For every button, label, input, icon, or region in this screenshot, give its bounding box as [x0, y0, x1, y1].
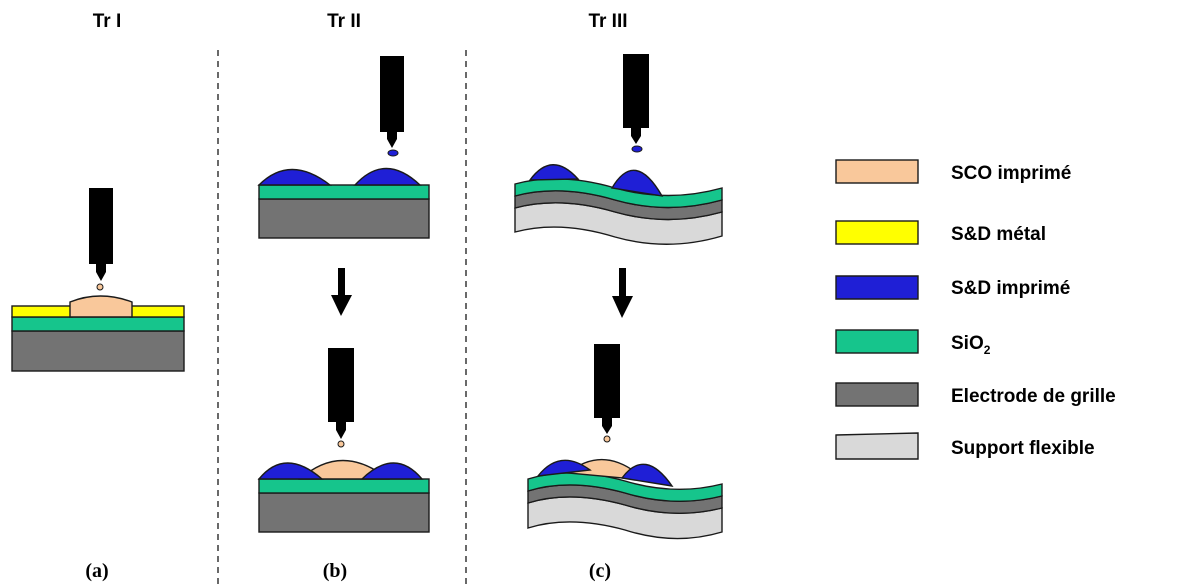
legend-label: S&D métal	[951, 224, 1046, 245]
metal-contact-right	[129, 305, 185, 318]
sio2-layer	[11, 316, 185, 332]
panel-b-step1-device	[257, 149, 430, 239]
panel-c-caption: (c)	[589, 560, 611, 582]
legend-item-flex: Support flexible	[835, 432, 1095, 460]
printhead-nozzle-b2	[328, 348, 354, 439]
gate-electrode-layer	[11, 330, 185, 372]
legend-item-metal: S&D métal	[835, 220, 1046, 245]
panel-a-caption: (a)	[85, 560, 108, 582]
legend-label: SiO2	[951, 333, 991, 357]
legend-swatch	[835, 159, 919, 184]
sio2-layer	[514, 178, 723, 209]
panel-a-title: Tr I	[93, 11, 122, 32]
legend: SCO imprimé S&D métal S&D imprimé SiO2 E…	[835, 159, 1116, 460]
sio2-layer	[258, 184, 430, 200]
panel-b-caption: (b)	[323, 560, 347, 582]
printhead-nozzle-c1	[623, 54, 649, 144]
printed-drain-drop	[360, 462, 424, 480]
legend-swatch	[835, 329, 919, 354]
legend-item-gate: Electrode de grille	[835, 382, 1116, 407]
ink-droplet	[387, 149, 399, 157]
printed-drain-drop	[620, 463, 674, 487]
legend-swatch	[835, 382, 919, 407]
printed-semiconductor	[69, 295, 133, 318]
panel-c-step2-device	[527, 435, 723, 540]
printed-source-drop	[536, 459, 592, 477]
semiconductor-droplet	[96, 283, 104, 291]
printed-drain-drop	[610, 169, 664, 197]
printhead-nozzle-b1	[380, 56, 404, 148]
ink-droplet	[631, 145, 643, 153]
metal-contact-left	[11, 305, 73, 318]
legend-label: SCO imprimé	[951, 163, 1071, 184]
legend-item-sco: SCO imprimé	[835, 159, 1071, 184]
legend-label: Electrode de grille	[951, 386, 1116, 407]
semiconductor-droplet	[603, 435, 611, 443]
printhead-nozzle-a	[89, 188, 113, 281]
gate-electrode-layer	[258, 198, 430, 239]
printed-source-drop	[528, 164, 580, 181]
printed-drain-drop	[353, 167, 422, 186]
panel-b-step2-device	[257, 440, 430, 533]
panel-b-title: Tr II	[327, 11, 361, 32]
legend-item-sio2: SiO2	[835, 329, 991, 357]
legend-label: Support flexible	[951, 438, 1095, 459]
legend-item-printed-sd: S&D imprimé	[835, 275, 1070, 300]
process-arrow-b	[331, 268, 352, 316]
panel-c-title: Tr III	[588, 11, 627, 32]
legend-label: S&D imprimé	[951, 278, 1070, 299]
legend-swatch	[835, 432, 919, 460]
legend-swatch	[835, 275, 919, 300]
semiconductor-droplet	[337, 440, 345, 448]
printhead-nozzle-c2	[594, 344, 620, 434]
sio2-layer	[258, 478, 430, 494]
process-arrow-c	[612, 268, 633, 318]
printed-source-drop	[257, 462, 324, 480]
printed-source-drop	[257, 168, 333, 186]
legend-swatch	[835, 220, 919, 245]
panel-a-device	[11, 283, 185, 372]
panel-c-step1-device	[514, 145, 723, 245]
gate-electrode-layer	[258, 492, 430, 533]
